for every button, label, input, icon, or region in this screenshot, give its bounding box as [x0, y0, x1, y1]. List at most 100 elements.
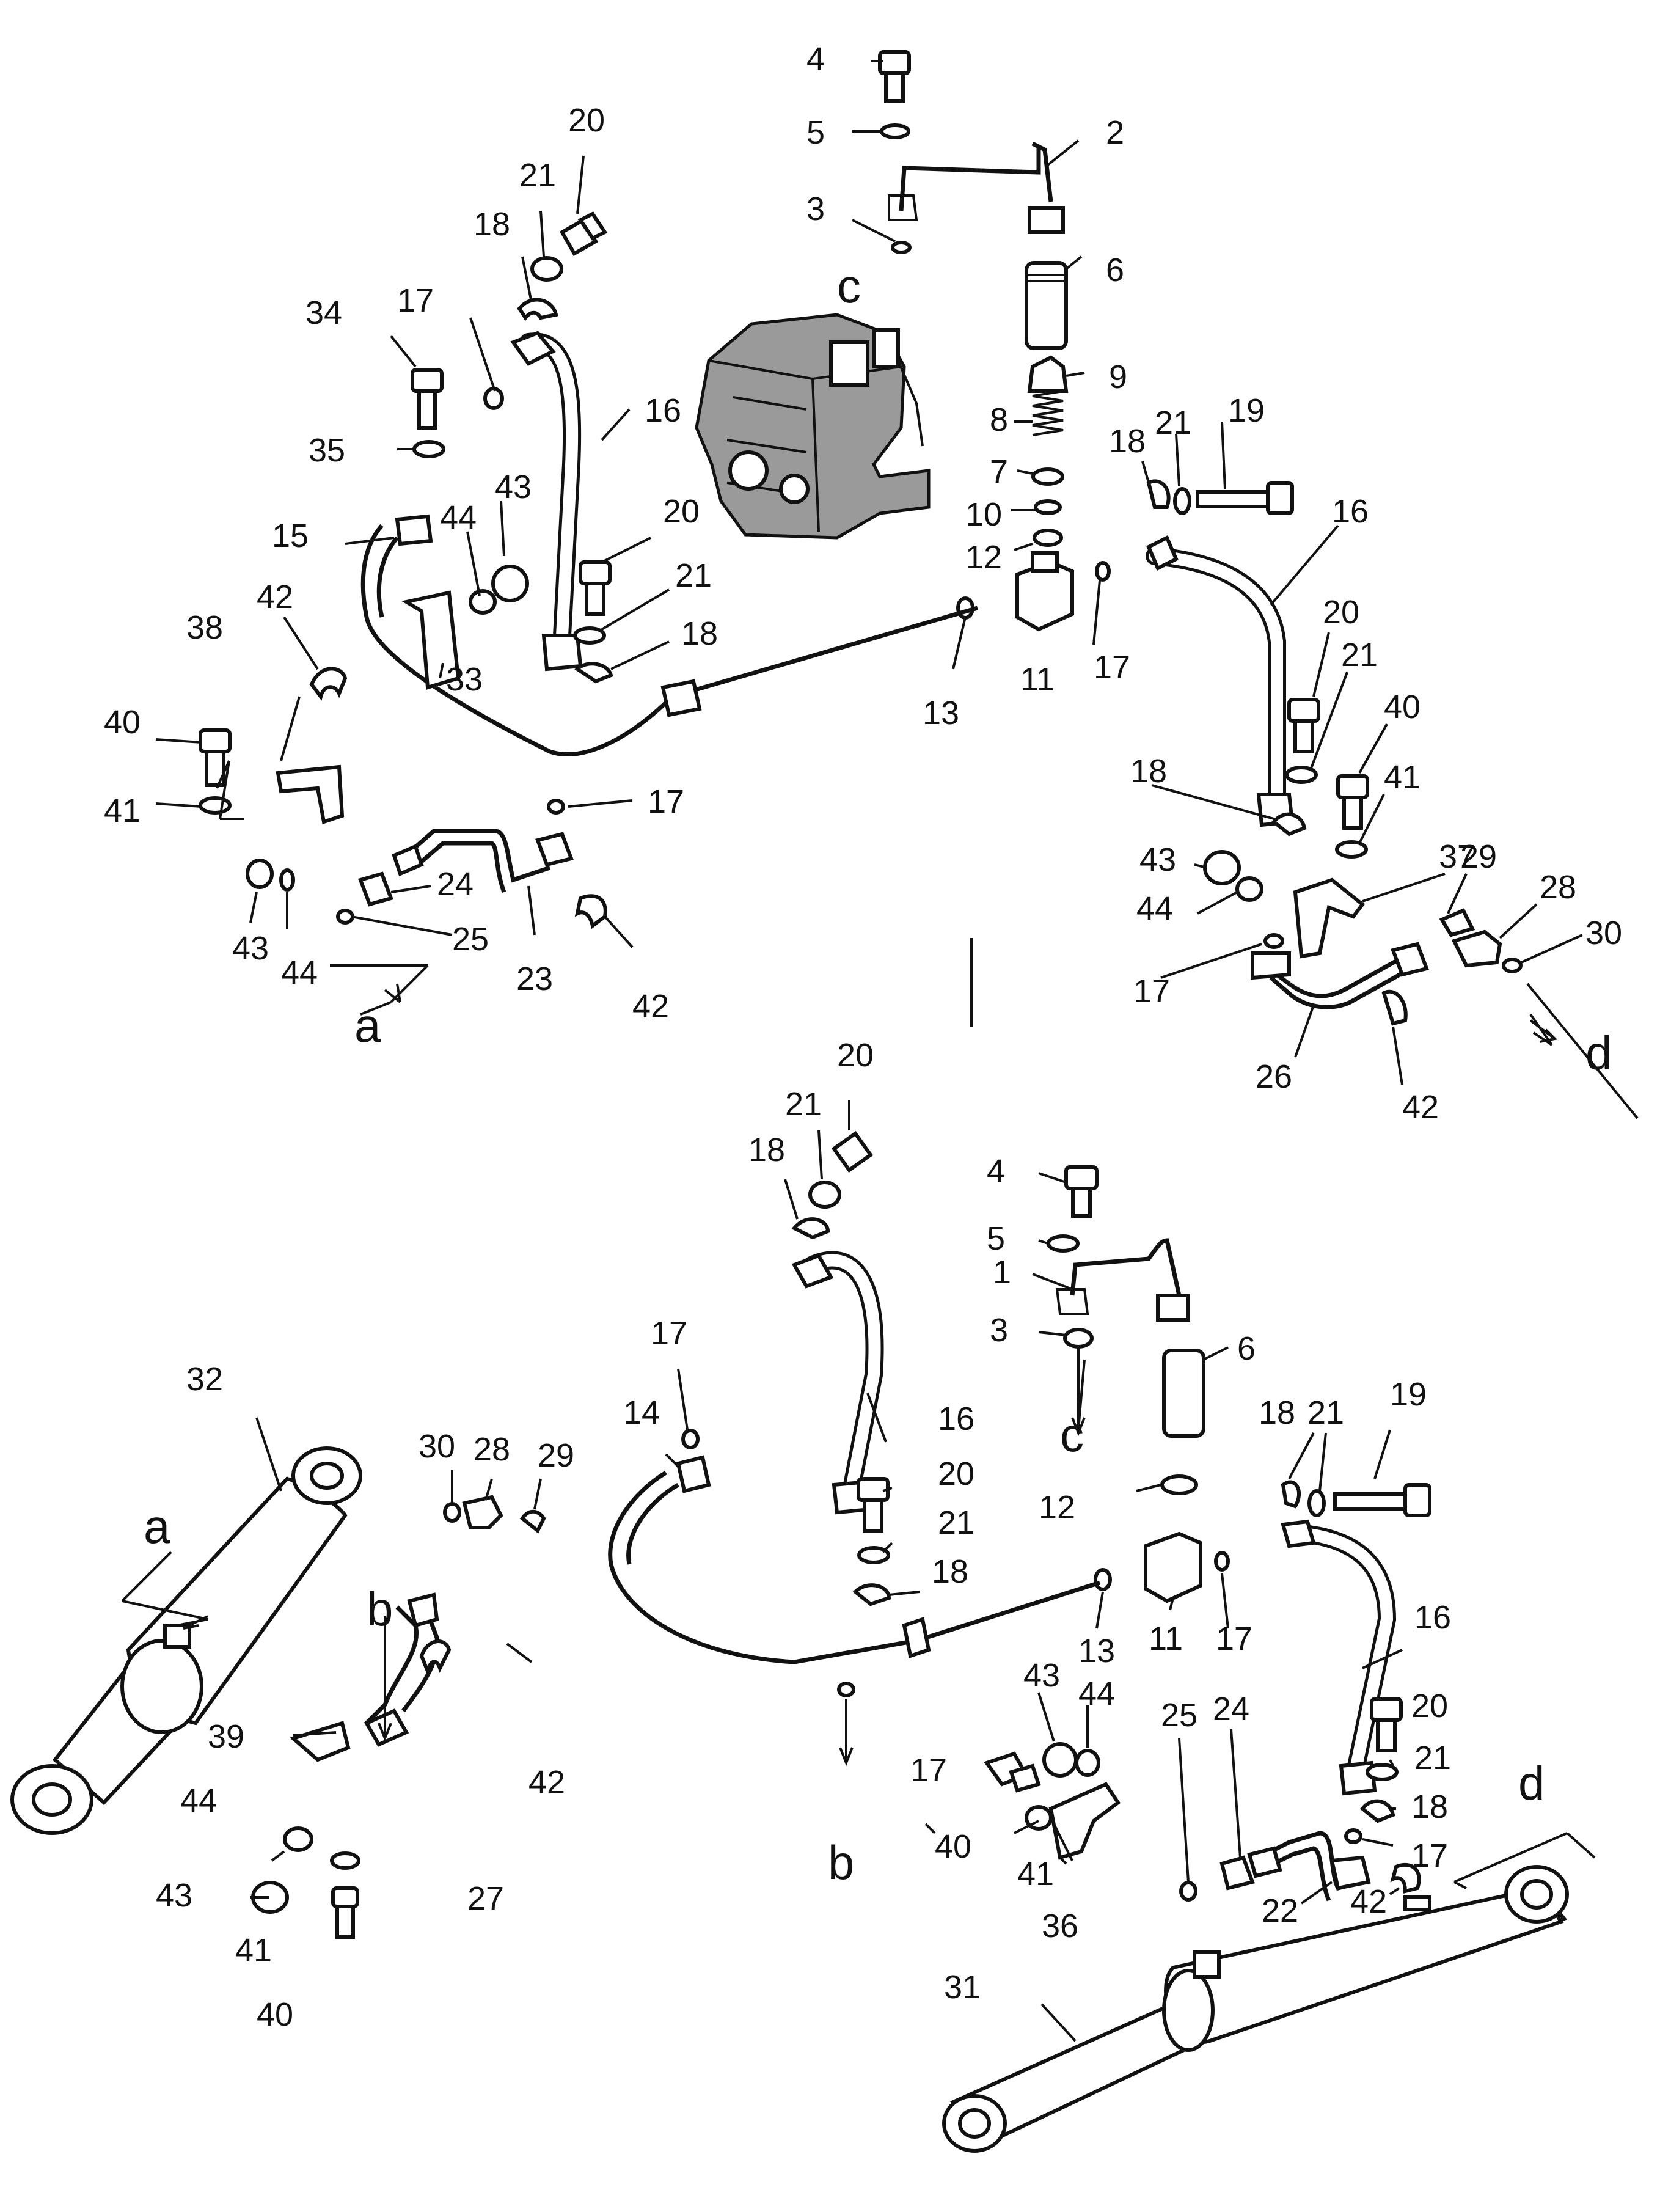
- washer: [857, 1546, 890, 1564]
- nut: [246, 859, 274, 889]
- o-ring: [1033, 529, 1063, 547]
- part-number-label: 28: [474, 1431, 510, 1468]
- clamp: [1281, 1480, 1301, 1509]
- part-number-label: 16: [938, 1401, 974, 1437]
- part-number-label: 40: [1384, 689, 1421, 725]
- washer: [1047, 1234, 1080, 1253]
- bolt: [411, 368, 444, 430]
- part-labels-upper: 4 5 2 3 6 9 8 7 10 12 11 13 17 20 21 18 …: [104, 41, 1622, 1126]
- part-number-label: 39: [208, 1718, 244, 1755]
- part-number-label: 33: [446, 661, 483, 698]
- washer: [1335, 840, 1368, 859]
- part-number-label: 42: [632, 988, 669, 1025]
- o-ring: [1263, 933, 1284, 949]
- hydraulic-cylinder: [942, 1865, 1569, 2153]
- washer: [279, 868, 295, 892]
- part-number-label: 41: [235, 1932, 272, 1969]
- clip: [419, 1639, 452, 1677]
- washer: [412, 440, 445, 458]
- nut: [1042, 1742, 1078, 1778]
- part-number-label: 21: [1155, 405, 1191, 441]
- elbow-fitting: [462, 1495, 503, 1529]
- fitting: [1028, 206, 1065, 234]
- bolt: [1336, 774, 1369, 830]
- clamp: [1359, 1799, 1395, 1823]
- part-number-label: 44: [440, 499, 477, 536]
- leader-lines: [121, 60, 1639, 2042]
- washer: [469, 589, 497, 615]
- part-number-label: 20: [568, 102, 605, 139]
- part-number-label: 36: [1042, 1908, 1078, 1944]
- part-number-label: 11: [1149, 1621, 1183, 1657]
- bolt: [1333, 1483, 1431, 1517]
- reference-letter: d: [1518, 1756, 1545, 1810]
- part-number-label: 22: [1262, 1892, 1298, 1929]
- part-number-label: 5: [987, 1220, 1005, 1257]
- control-valve: [695, 313, 931, 540]
- part-number-label: 15: [272, 518, 309, 554]
- bolt: [559, 211, 608, 257]
- nut: [1203, 850, 1241, 885]
- part-number-label: 41: [1384, 759, 1421, 796]
- part-number-label: 4: [806, 41, 825, 78]
- clamp: [1146, 479, 1171, 509]
- bracket: [276, 764, 345, 824]
- part-number-label: 40: [104, 704, 141, 741]
- bolt: [857, 1477, 890, 1533]
- washer: [1235, 876, 1263, 902]
- o-ring: [483, 387, 504, 410]
- bolt: [831, 1130, 874, 1173]
- part-number-label: 20: [663, 493, 700, 530]
- part-number-label: 18: [1259, 1394, 1295, 1431]
- part-number-label: 8: [990, 401, 1008, 438]
- part-number-label: 13: [923, 695, 959, 731]
- part-number-label: 21: [519, 157, 556, 194]
- part-number-label: 20: [938, 1456, 974, 1492]
- part-number-label: 17: [910, 1752, 947, 1789]
- washer: [1366, 1763, 1399, 1781]
- lower-assembly: [10, 1130, 1569, 2153]
- pipe: [408, 829, 551, 893]
- o-ring: [443, 1502, 461, 1523]
- part-number-label: 7: [990, 453, 1008, 490]
- part-number-label: 42: [257, 579, 293, 615]
- bracket: [1293, 877, 1366, 959]
- part-number-label: 42: [528, 1764, 565, 1801]
- part-number-label: 21: [675, 557, 712, 594]
- part-number-label: 26: [1256, 1058, 1292, 1095]
- part-number-label: 19: [1390, 1376, 1427, 1413]
- part-number-label: 30: [1585, 915, 1622, 951]
- bolt: [579, 560, 612, 616]
- part-labels-lower: 20 21 18 4 5 1 3 6 17 14 16 20 21 18 12 …: [144, 1037, 1545, 2033]
- part-number-label: 30: [419, 1428, 455, 1465]
- part-number-label: 17: [651, 1315, 687, 1352]
- o-ring: [891, 241, 912, 254]
- part-number-label: 17: [397, 282, 434, 319]
- o-ring: [1063, 1328, 1094, 1349]
- upper-assembly: [199, 50, 1523, 1026]
- o-ring: [1095, 561, 1111, 582]
- washer: [1285, 766, 1318, 784]
- pipe: [1263, 957, 1406, 1009]
- clip: [1390, 1862, 1421, 1894]
- bracket: [401, 590, 461, 690]
- o-ring: [336, 909, 354, 925]
- part-number-label: 18: [1109, 423, 1146, 460]
- part-number-label: 17: [1216, 1621, 1252, 1657]
- part-number-label: 18: [748, 1132, 785, 1168]
- nut: [491, 565, 529, 602]
- o-ring: [1179, 1881, 1197, 1902]
- reference-arrows: [183, 983, 1558, 1767]
- pipe: [899, 141, 1053, 211]
- part-number-label: 21: [1414, 1740, 1451, 1776]
- part-number-label: 17: [1133, 973, 1170, 1009]
- hydraulic-cylinder: [10, 1446, 362, 1835]
- clamp: [574, 662, 613, 684]
- o-ring: [547, 799, 565, 815]
- part-number-label: 21: [1341, 637, 1378, 673]
- part-number-label: 12: [965, 539, 1002, 576]
- part-number-label: 27: [467, 1880, 504, 1917]
- sleeve: [1162, 1349, 1205, 1438]
- reference-letter: b: [367, 1582, 393, 1636]
